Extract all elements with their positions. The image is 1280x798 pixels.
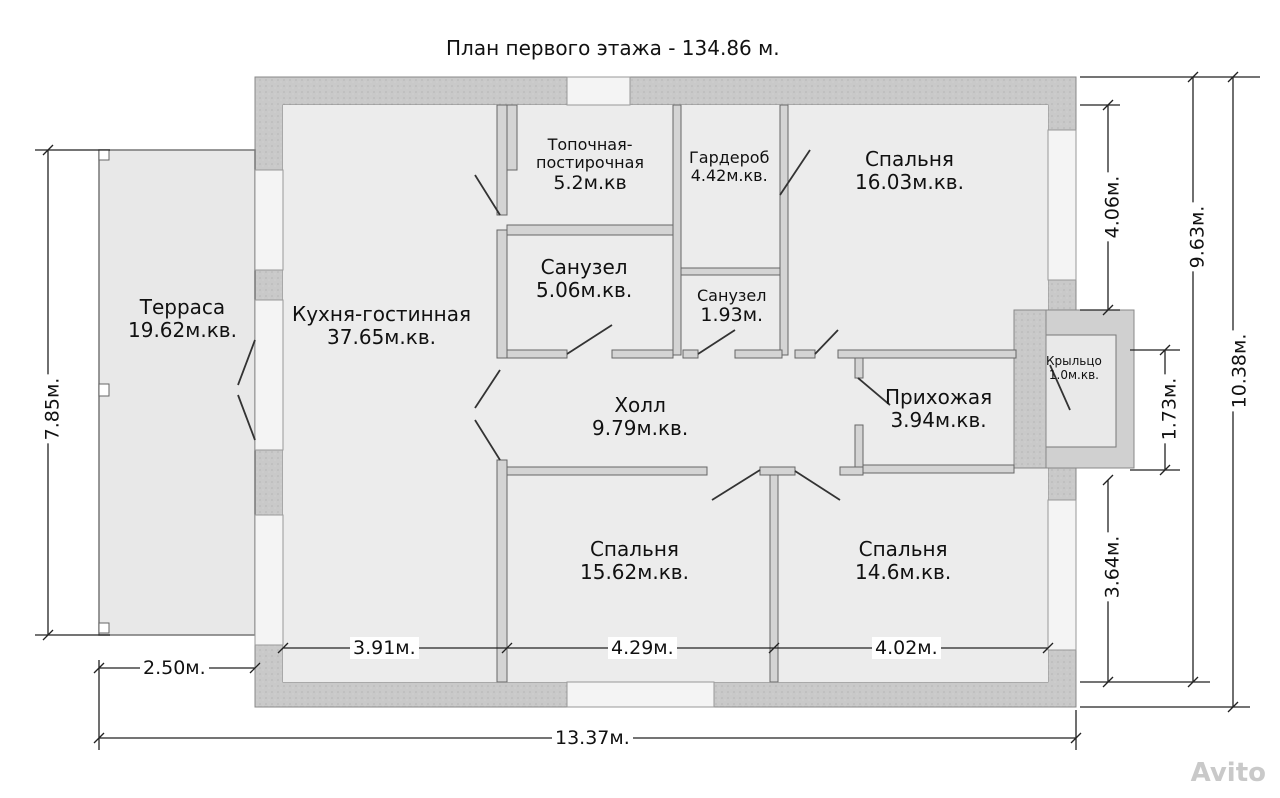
- bedroom1-label: Спальня 16.03м.кв.: [855, 148, 964, 194]
- dim-bedroom2-width: 4.29м.: [608, 637, 677, 659]
- room-area: 3.94м.кв.: [890, 408, 987, 432]
- dim-terrace-height: 7.85м.: [41, 374, 64, 444]
- room-area: 4.42м.кв.: [690, 166, 768, 186]
- room-name: Терраса: [139, 295, 226, 319]
- terrace-label: Терраса 19.62м.кв.: [128, 296, 237, 342]
- dim-bedroom3-width: 4.02м.: [872, 637, 941, 659]
- room-area: 15.62м.кв.: [580, 560, 689, 584]
- room-area: 5.2м.кв: [553, 171, 627, 194]
- bedroom2-label: Спальня 15.62м.кв.: [580, 538, 689, 584]
- room-name: Кухня-гостинная: [292, 302, 472, 326]
- dim-kitchen-width: 3.91м.: [350, 637, 419, 659]
- room-area: 19.62м.кв.: [128, 318, 237, 342]
- plan-title: План первого этажа - 134.86 м.: [446, 36, 780, 60]
- room-name: Санузел: [697, 286, 767, 305]
- room-name: Гардероб: [689, 148, 770, 167]
- bedroom3-label: Спальня 14.6м.кв.: [855, 538, 951, 584]
- room-area: 1.0м.кв.: [1048, 367, 1099, 382]
- wardrobe-label: Гардероб 4.42м.кв.: [689, 148, 770, 186]
- room-name: Санузел: [540, 255, 628, 279]
- room-name: Спальня: [864, 147, 954, 171]
- room-area: 5.06м.кв.: [536, 278, 633, 302]
- room-area: 16.03м.кв.: [855, 170, 964, 194]
- room-area: 9.79м.кв.: [592, 416, 689, 440]
- bath1-label: Санузел 5.06м.кв.: [536, 256, 632, 302]
- terrace-area: [98, 149, 256, 636]
- room-area: 1.93м.: [700, 304, 764, 327]
- dim-terrace-width: 2.50м.: [140, 657, 209, 679]
- kitchen-label: Кухня-гостинная 37.65м.кв.: [292, 303, 471, 349]
- room-name: Спальня: [589, 537, 679, 561]
- dim-bedroom3-height: 3.64м.: [1101, 532, 1124, 602]
- dim-bedroom1-height: 4.06м.: [1101, 172, 1124, 242]
- hall-label: Холл 9.79м.кв.: [592, 394, 688, 440]
- room-area: 14.6м.кв.: [855, 560, 952, 584]
- boiler-label: Топочная- постирочная 5.2м.кв: [536, 135, 645, 195]
- dim-inner-height: 9.63м.: [1186, 202, 1209, 272]
- dim-total-height: 10.38м.: [1228, 330, 1251, 412]
- dim-porch-height: 1.73м.: [1158, 374, 1181, 444]
- bath2-label: Санузел 1.93м.: [697, 286, 767, 327]
- room-name: Холл: [614, 393, 666, 417]
- dim-total-width: 13.37м.: [552, 727, 633, 749]
- room-name: Крыльцо: [1046, 354, 1102, 368]
- room-name: постирочная: [536, 153, 645, 173]
- porch-label: Крыльцо 1.0м.кв.: [1046, 354, 1102, 383]
- room-area: 37.65м.кв.: [327, 325, 436, 349]
- room-name: Прихожая: [885, 385, 993, 409]
- entry-label: Прихожая 3.94м.кв.: [885, 386, 992, 432]
- avito-watermark: Avito: [1190, 758, 1266, 788]
- room-name: Топочная-: [547, 135, 633, 154]
- room-name: Спальня: [858, 537, 948, 561]
